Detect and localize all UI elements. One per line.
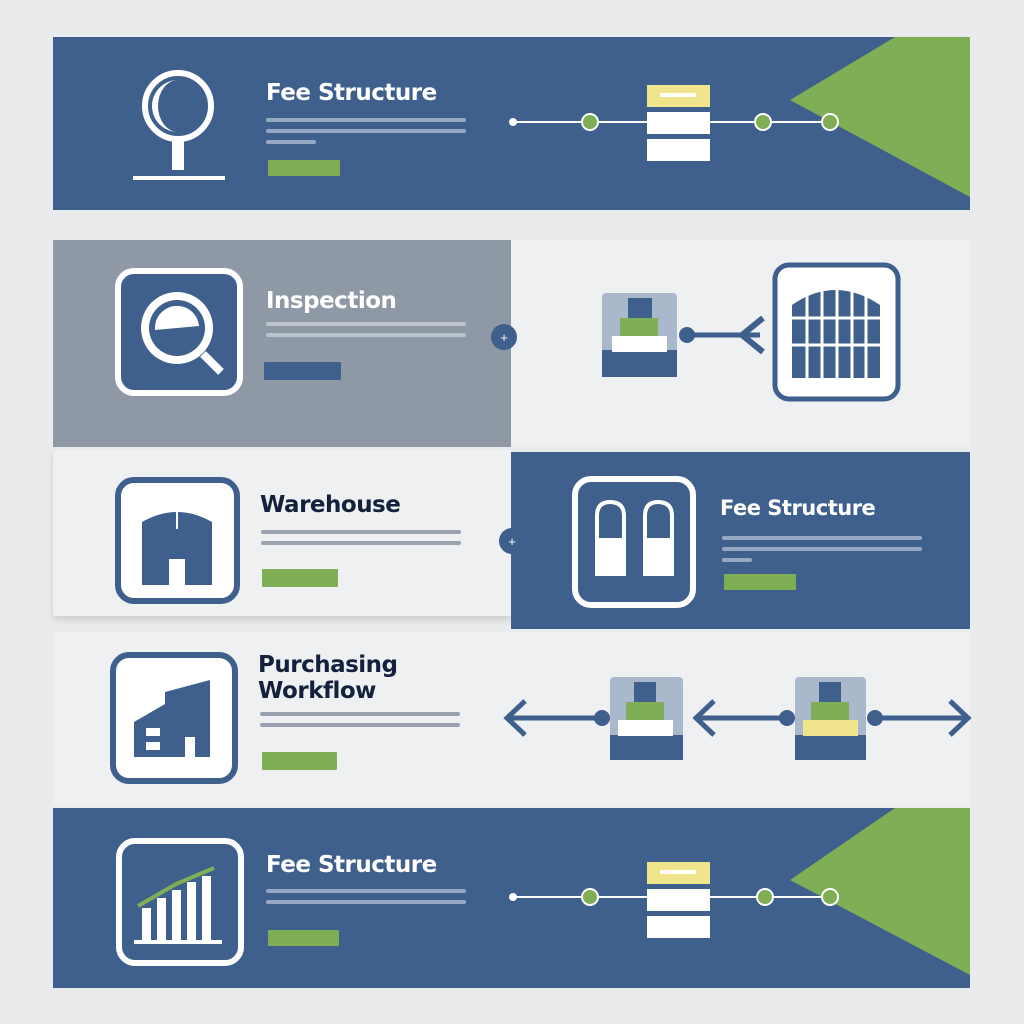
description-text	[266, 889, 466, 911]
section-title: Inspection	[266, 288, 397, 314]
section-title: Warehouse	[260, 492, 401, 518]
bar-chart-icon	[116, 838, 244, 966]
description-text	[722, 536, 922, 569]
action-button[interactable]	[268, 160, 340, 176]
inspection-icon	[115, 268, 243, 396]
description-text	[261, 530, 461, 552]
action-button[interactable]	[264, 362, 341, 380]
action-button[interactable]	[262, 569, 338, 587]
section-title: Purchasing Workflow	[258, 652, 398, 704]
description-text	[266, 118, 466, 151]
action-button[interactable]	[724, 574, 796, 590]
description-text	[266, 322, 466, 344]
lockers-icon	[572, 476, 696, 608]
warehouse-icon	[115, 477, 240, 604]
svg-text:+: +	[508, 534, 516, 549]
description-text	[260, 712, 460, 734]
section-title: Fee Structure	[266, 852, 437, 878]
magnifier-icon	[133, 70, 225, 180]
section-title: Fee Structure	[720, 496, 876, 520]
action-button[interactable]	[268, 930, 339, 946]
action-button[interactable]	[262, 752, 337, 770]
svg-text:+: +	[500, 330, 508, 345]
factory-icon	[110, 652, 238, 784]
section-title: Fee Structure	[266, 80, 437, 106]
